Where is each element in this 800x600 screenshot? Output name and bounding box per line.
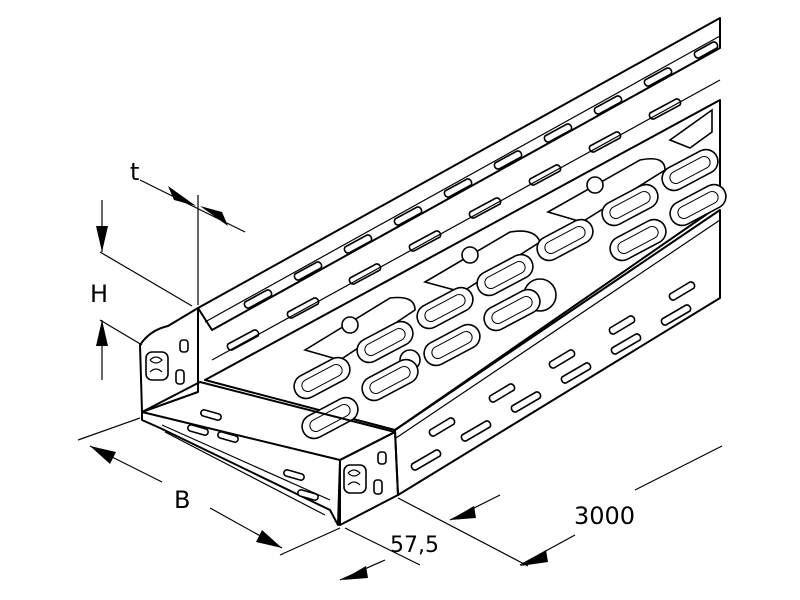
offset-arrow-right bbox=[450, 506, 476, 520]
floor-perforation-pads bbox=[303, 108, 713, 371]
offset-arrow-left bbox=[342, 566, 368, 580]
offset-label: 57,5 bbox=[390, 533, 439, 558]
thickness-arrow-left bbox=[168, 186, 196, 206]
back-wall bbox=[197, 17, 721, 331]
dimension-length: 3000 bbox=[397, 445, 723, 567]
end-face-right-wall bbox=[339, 431, 399, 526]
height-label: H bbox=[90, 280, 108, 308]
width-arrow-right bbox=[256, 530, 282, 548]
height-arrow-top bbox=[96, 226, 108, 252]
thickness-arrow-right bbox=[200, 206, 228, 226]
length-label: 3000 bbox=[574, 502, 635, 530]
cable-tray-body bbox=[139, 17, 727, 526]
back-wall-slots bbox=[243, 41, 719, 309]
connector-clip-right bbox=[343, 451, 387, 495]
back-wall-lower-slots bbox=[226, 98, 682, 351]
dimension-width: B bbox=[77, 417, 341, 556]
connector-clip-left bbox=[145, 339, 189, 385]
floor-oval-slots bbox=[293, 148, 727, 440]
thickness-label: t bbox=[130, 158, 139, 186]
dimension-height: H bbox=[90, 200, 193, 380]
dimension-thickness: t bbox=[130, 158, 246, 305]
front-wall-slots bbox=[410, 281, 696, 471]
end-face-left-wall bbox=[139, 307, 199, 413]
width-label: B bbox=[174, 486, 190, 514]
height-arrow-bottom bbox=[96, 320, 108, 346]
length-arrow bbox=[520, 550, 548, 566]
width-arrow-left bbox=[90, 446, 116, 464]
dimension-offset: 57,5 bbox=[339, 494, 501, 581]
end-face-slots bbox=[187, 409, 319, 501]
end-face-base-flange bbox=[141, 411, 341, 526]
